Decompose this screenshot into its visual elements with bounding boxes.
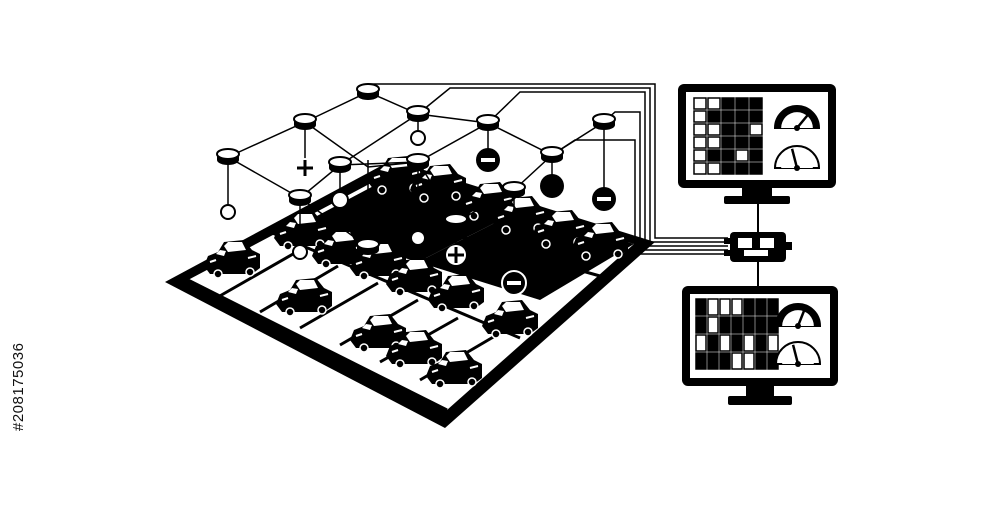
indicator-cell: [707, 316, 719, 334]
indicator-cell: [755, 352, 767, 370]
sensor-node: [406, 105, 430, 123]
indicator-cell: [731, 334, 743, 352]
sensor-node: [592, 113, 616, 131]
empty-circle-icon: [220, 204, 236, 220]
plus-icon: [446, 245, 466, 265]
indicator-cell: [767, 334, 779, 352]
sensor-node: [356, 238, 380, 256]
indicator-cell: [721, 97, 735, 110]
indicator-cell: [735, 110, 749, 123]
indicator-cell: [755, 334, 767, 352]
indicator-cell: [695, 334, 707, 352]
sensor-node: [328, 156, 352, 174]
indicator-cell: [707, 97, 721, 110]
monitor-top: [678, 84, 836, 204]
gauge-icon: [773, 105, 821, 131]
indicator-cell: [707, 352, 719, 370]
parking-lot: [165, 160, 655, 428]
empty-circle-icon: [410, 230, 426, 246]
indicator-cell: [755, 316, 767, 334]
indicator-cell: [735, 162, 749, 175]
indicator-cell: [731, 298, 743, 316]
indicator-cell: [719, 352, 731, 370]
indicator-cell: [735, 97, 749, 110]
indicator-cell: [755, 298, 767, 316]
minus-icon: [476, 148, 500, 172]
indicator-cell: [721, 123, 735, 136]
indicator-cell: [721, 110, 735, 123]
indicator-cell: [695, 298, 707, 316]
indicator-cell: [721, 136, 735, 149]
sensor-node: [444, 213, 468, 231]
indicator-cell: [767, 298, 779, 316]
indicator-cell: [693, 97, 707, 110]
gauge-icon: [774, 341, 822, 367]
indicator-cell: [707, 298, 719, 316]
indicator-cell: [693, 110, 707, 123]
sensor-node: [216, 148, 240, 166]
sensor-node: [406, 153, 430, 171]
empty-circle-icon: [410, 130, 426, 146]
indicator-cell: [707, 149, 721, 162]
indicator-cell: [719, 316, 731, 334]
filled-circle-icon: [540, 174, 564, 198]
indicator-cell: [743, 298, 755, 316]
indicator-cell: [735, 136, 749, 149]
indicator-cell: [749, 97, 763, 110]
empty-circle-icon: [292, 244, 308, 260]
sensor-node: [502, 181, 526, 199]
monitor-bottom: [682, 286, 838, 405]
indicator-cell: [707, 334, 719, 352]
indicator-cell: [731, 316, 743, 334]
indicator-cell: [707, 162, 721, 175]
indicator-cell: [707, 110, 721, 123]
indicator-cell: [749, 136, 763, 149]
indicator-cell: [707, 123, 721, 136]
indicator-cell: [693, 123, 707, 136]
sensor-node: [288, 189, 312, 207]
sensor-node: [356, 83, 380, 101]
indicator-cell: [721, 162, 735, 175]
indicator-grid: [695, 298, 779, 370]
minus-icon: [592, 187, 616, 211]
network-hub: [724, 198, 792, 288]
stock-id-watermark: #208175036: [10, 342, 27, 432]
indicator-cell: [693, 136, 707, 149]
gauge-panel: [774, 303, 822, 367]
indicator-cell: [735, 149, 749, 162]
empty-circle-icon: [331, 191, 349, 209]
gauge-icon: [773, 145, 821, 171]
indicator-cell: [719, 334, 731, 352]
sensor-node: [293, 113, 317, 131]
indicator-cell: [743, 316, 755, 334]
indicator-cell: [749, 123, 763, 136]
indicator-cell: [693, 149, 707, 162]
gauge-panel: [773, 105, 821, 171]
status-indicators: [220, 130, 616, 296]
minus-icon: [501, 270, 527, 296]
indicator-cell: [695, 352, 707, 370]
plus-icon: [295, 158, 315, 178]
sensor-node: [540, 146, 564, 164]
indicator-cell: [749, 162, 763, 175]
indicator-cell: [749, 149, 763, 162]
indicator-cell: [735, 123, 749, 136]
indicator-cell: [721, 149, 735, 162]
indicator-cell: [693, 162, 707, 175]
indicator-grid: [693, 97, 763, 175]
indicator-cell: [743, 334, 755, 352]
indicator-cell: [707, 136, 721, 149]
indicator-cell: [719, 298, 731, 316]
gauge-icon: [774, 303, 822, 329]
indicator-cell: [731, 352, 743, 370]
indicator-cell: [743, 352, 755, 370]
indicator-cell: [749, 110, 763, 123]
sensor-node: [476, 114, 500, 132]
indicator-cell: [695, 316, 707, 334]
